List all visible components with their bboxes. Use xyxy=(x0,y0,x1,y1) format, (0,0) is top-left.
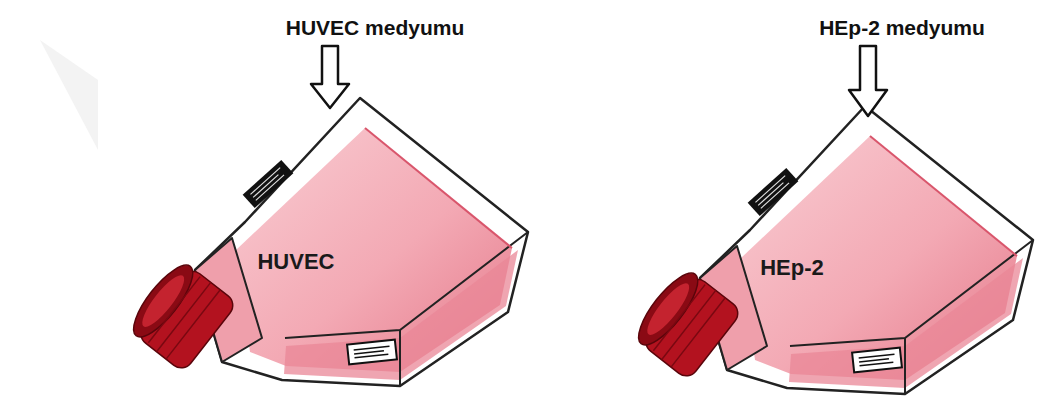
flask-node: HEp-2 xyxy=(754,251,830,285)
pour-arrow xyxy=(311,46,349,108)
flask-node: HUVEC xyxy=(251,245,340,279)
watermark-shape xyxy=(40,40,98,150)
culture-flask xyxy=(124,98,528,386)
cell-line-name: HUVEC xyxy=(257,249,334,275)
medium-label: HUVEC medyumu xyxy=(286,16,465,40)
medium-label: HEp-2 medyumu xyxy=(819,16,985,40)
pour-arrow xyxy=(849,46,887,116)
cell-line-name: HEp-2 xyxy=(760,255,824,281)
culture-flask xyxy=(629,106,1033,394)
